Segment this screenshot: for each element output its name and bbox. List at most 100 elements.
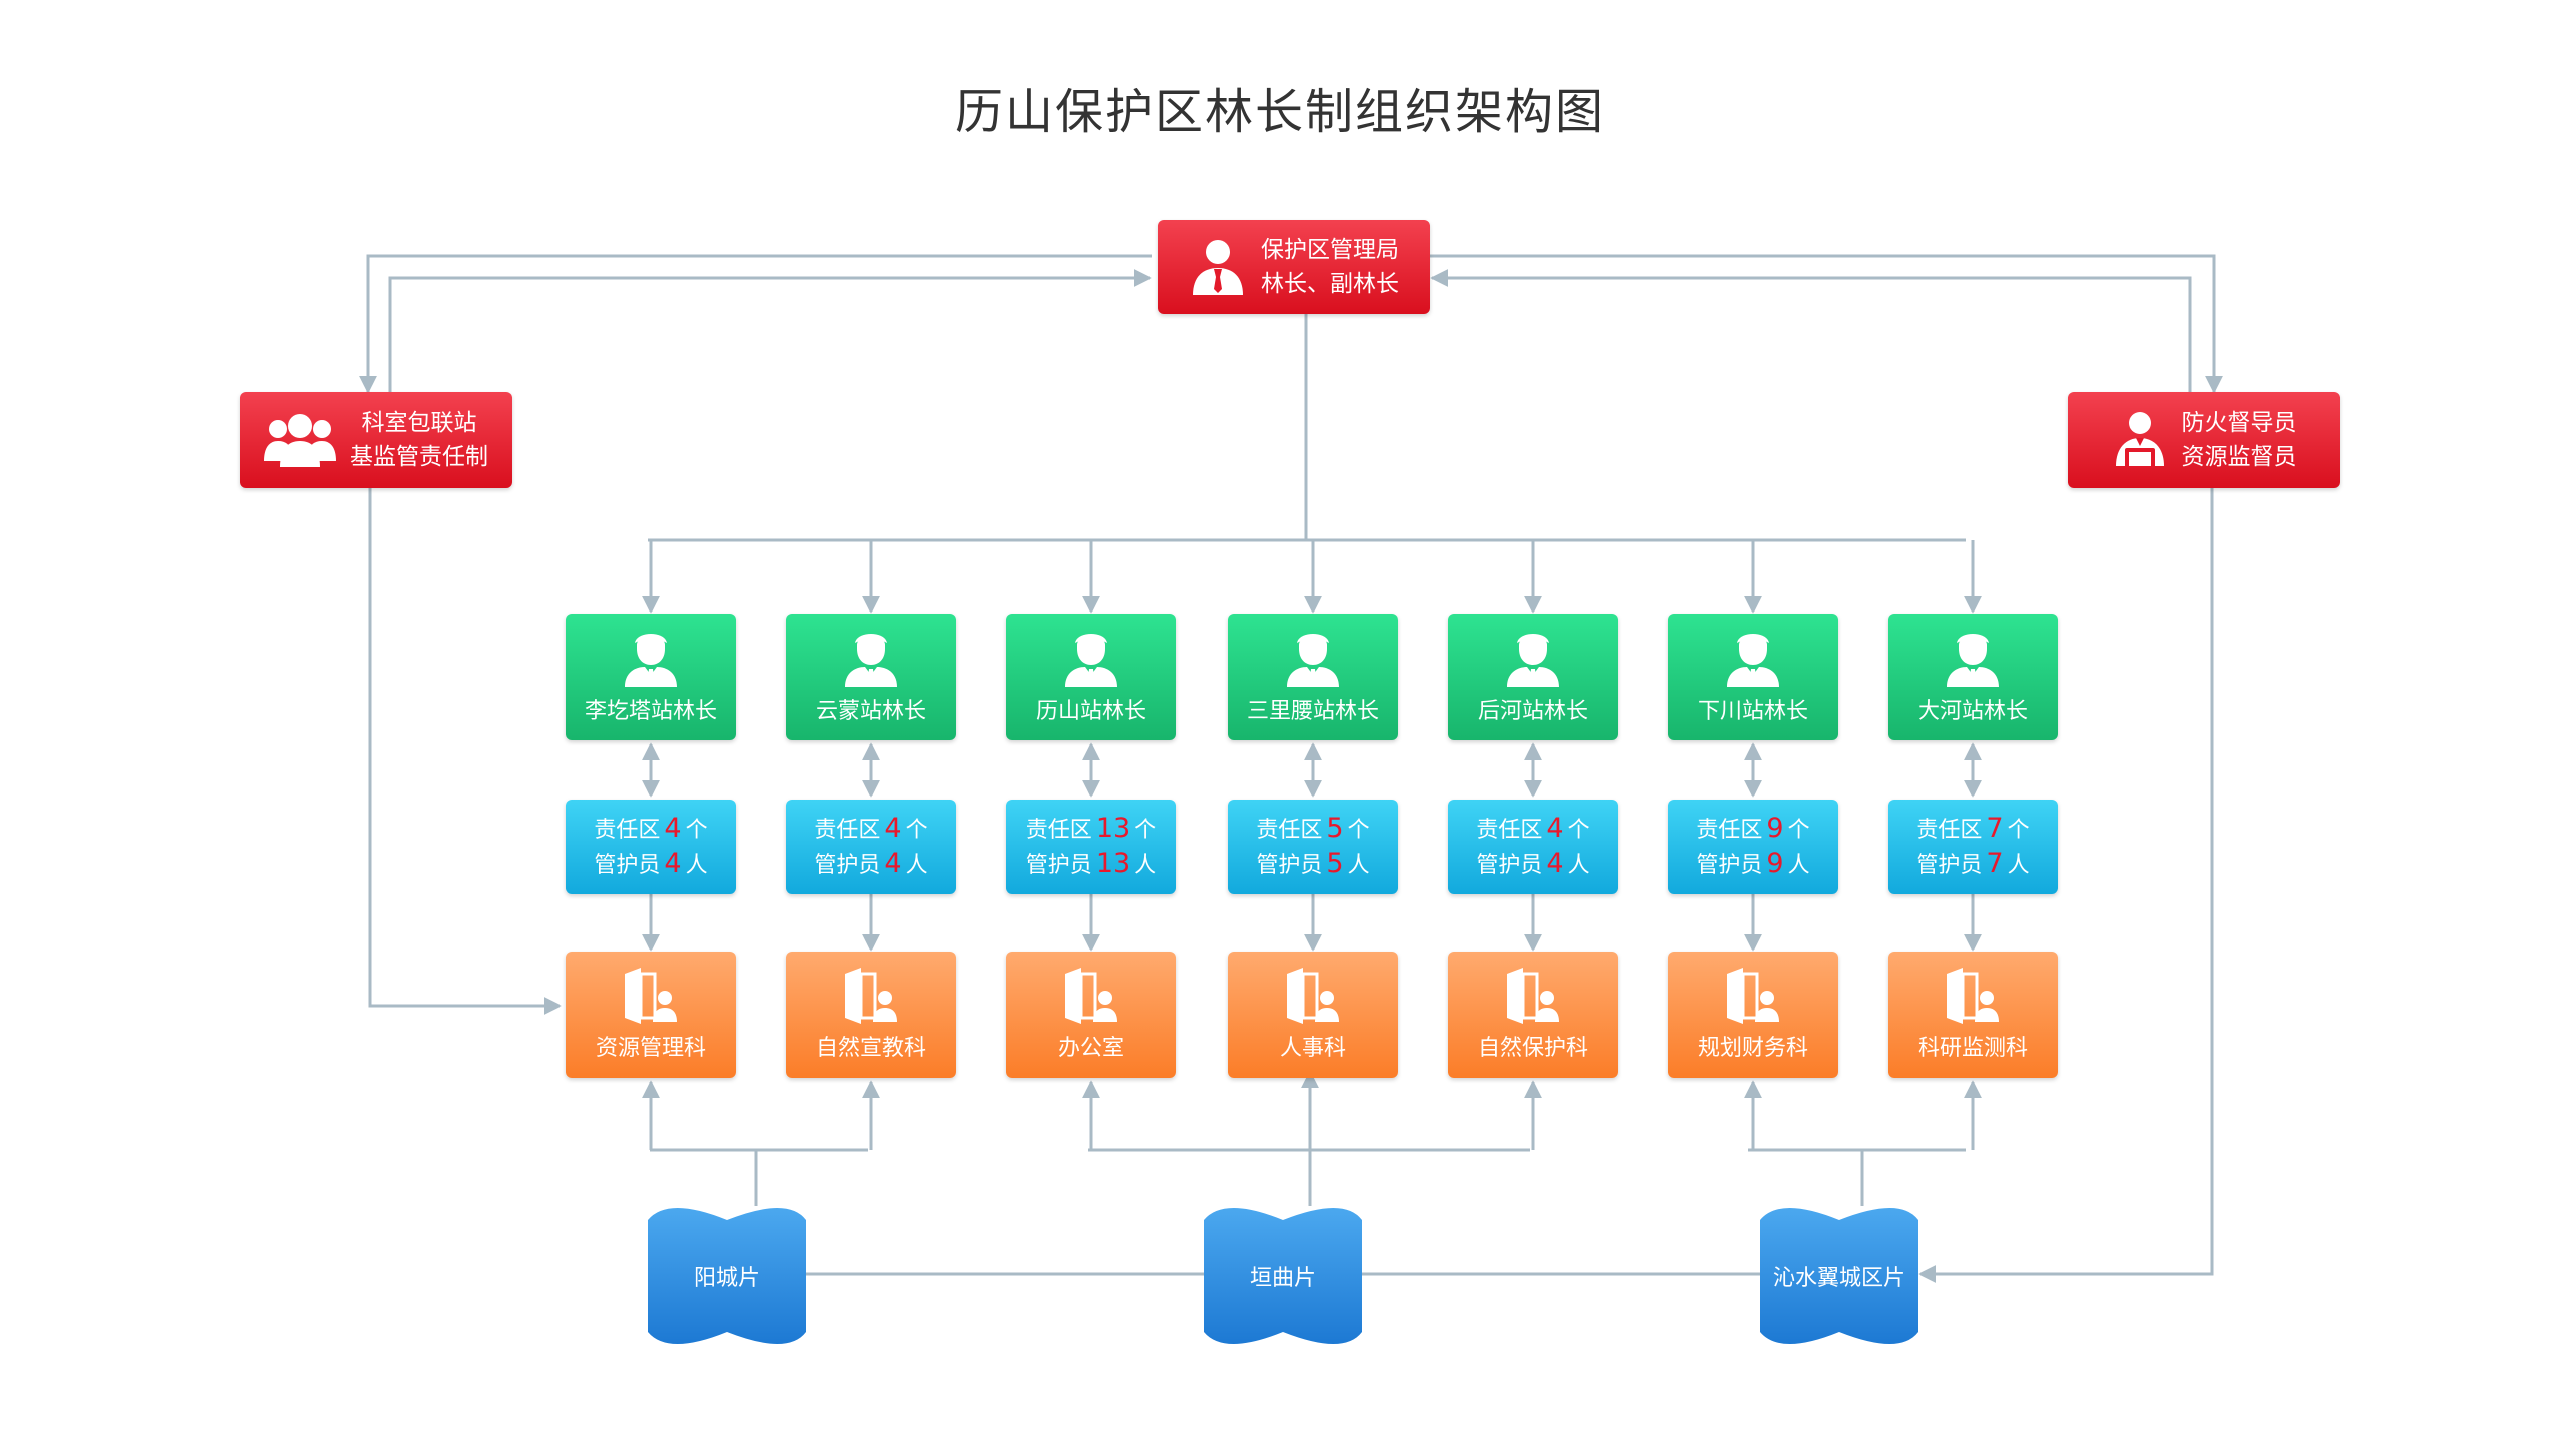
top-node-management-bureau[interactable]: 保护区管理局 林长、副林长: [1158, 220, 1430, 314]
department-0[interactable]: 资源管理科: [566, 952, 736, 1078]
zone-prefix: 责任区: [594, 818, 661, 843]
station-chief-6[interactable]: 大河站林长: [1888, 614, 2058, 740]
zone-prefix: 责任区: [1256, 818, 1323, 843]
staff-unit: 人: [1787, 853, 1810, 878]
zone-unit: 个: [1567, 818, 1590, 843]
connector-top-right-inner: [1430, 269, 2192, 392]
connector-top-left-inner: [388, 269, 1152, 392]
department-name: 科研监测科: [1917, 1036, 2028, 1061]
station-chief-5[interactable]: 下川站林长: [1668, 614, 1838, 740]
right-node-line1: 防火督导员: [2181, 410, 2297, 436]
station-chief-icon: [1947, 634, 1999, 687]
station-chief-icon: [1507, 634, 1559, 687]
department-5[interactable]: 规划财务科: [1668, 952, 1838, 1078]
connector-top-right-outer: [1418, 254, 2223, 394]
staff-count: 9: [1766, 848, 1784, 879]
station-name: 大河站林长: [1917, 699, 2028, 724]
staff-count: 7: [1986, 848, 2004, 879]
staff-prefix: 管护员: [1916, 853, 1983, 878]
right-node-fire-supervisor[interactable]: 防火督导员 资源监督员: [2068, 392, 2340, 488]
department-6[interactable]: 科研监测科: [1888, 952, 2058, 1078]
region-shape-icon: [1760, 1208, 1918, 1344]
staff-count: 4: [1546, 848, 1564, 879]
zone-count: 9: [1766, 813, 1784, 844]
department-name: 自然保护科: [1477, 1036, 1588, 1061]
station-chief-3[interactable]: 三里腰站林长: [1228, 614, 1398, 740]
station-chief-1[interactable]: 云蒙站林长: [786, 614, 956, 740]
station-chief-icon: [1287, 634, 1339, 687]
station-chief-icon: [625, 634, 677, 687]
department-icon: [845, 968, 897, 1024]
department-name: 规划财务科: [1697, 1036, 1808, 1061]
region-label: 阳城片: [693, 1266, 760, 1291]
zone-unit: 个: [1347, 818, 1370, 843]
staff-prefix: 管护员: [814, 853, 881, 878]
connector-right-region: [1918, 488, 2214, 1283]
zone-unit: 个: [905, 818, 928, 843]
staff-prefix: 管护员: [1025, 853, 1092, 878]
department-name: 人事科: [1279, 1036, 1346, 1061]
zone-prefix: 责任区: [1696, 818, 1763, 843]
station-name: 云蒙站林长: [815, 699, 926, 724]
connector-left-dept: [368, 488, 562, 1015]
staff-count: 4: [884, 848, 902, 879]
group-icon: [264, 414, 336, 467]
station-name: 李圪塔站林长: [584, 699, 717, 724]
staff-prefix: 管护员: [1696, 853, 1763, 878]
right-node-line2: 资源监督员: [2181, 444, 2297, 470]
station-chief-4[interactable]: 后河站林长: [1448, 614, 1618, 740]
region-shape-icon: [648, 1208, 806, 1344]
department-name: 自然宣教科: [815, 1036, 926, 1061]
zone-unit: 个: [1787, 818, 1810, 843]
station-name: 后河站林长: [1477, 699, 1588, 724]
station-name: 历山站林长: [1035, 699, 1146, 724]
staff-unit: 人: [685, 853, 708, 878]
staff-unit: 人: [1567, 853, 1590, 878]
left-node-line1: 科室包联站: [361, 410, 477, 436]
department-4[interactable]: 自然保护科: [1448, 952, 1618, 1078]
department-1[interactable]: 自然宣教科: [786, 952, 956, 1078]
page-title: 历山保护区林长制组织架构图: [954, 84, 1605, 140]
left-node-line2: 基监管责任制: [350, 444, 488, 470]
left-node-office-liaison[interactable]: 科室包联站 基监管责任制: [240, 392, 512, 488]
zone-prefix: 责任区: [1916, 818, 1983, 843]
top-node-line2: 林长、副林长: [1261, 271, 1399, 297]
zone-count: 4: [884, 813, 902, 844]
region-yuanqu[interactable]: 垣曲片: [1204, 1202, 1362, 1350]
zone-count: 4: [1546, 813, 1564, 844]
region-label: 沁水翼城区片: [1772, 1266, 1905, 1291]
station-chief-0[interactable]: 李圪塔站林长: [566, 614, 736, 740]
staff-unit: 人: [1347, 853, 1370, 878]
zone-unit: 个: [685, 818, 708, 843]
zone-unit: 个: [1134, 818, 1157, 843]
station-chief-icon: [1727, 634, 1779, 687]
region-qinshui-yicheng[interactable]: 沁水翼城区片: [1760, 1202, 1918, 1350]
zone-prefix: 责任区: [1025, 818, 1092, 843]
connector-top-left-outer: [359, 254, 1152, 394]
department-icon: [1727, 968, 1779, 1024]
station-chief-2[interactable]: 历山站林长: [1006, 614, 1176, 740]
zone-count: 13: [1095, 813, 1131, 844]
region-yangcheng[interactable]: 阳城片: [648, 1202, 806, 1350]
region-label: 垣曲片: [1249, 1266, 1316, 1291]
staff-unit: 人: [2007, 853, 2030, 878]
staff-prefix: 管护员: [1476, 853, 1543, 878]
zone-count: 7: [1986, 813, 2004, 844]
department-icon: [1287, 968, 1339, 1024]
department-name: 办公室: [1057, 1036, 1124, 1061]
staff-prefix: 管护员: [594, 853, 661, 878]
zone-count: 4: [664, 813, 682, 844]
department-3[interactable]: 人事科: [1228, 952, 1398, 1078]
region-shape-icon: [1204, 1208, 1362, 1344]
zone-unit: 个: [2007, 818, 2030, 843]
department-2[interactable]: 办公室: [1006, 952, 1176, 1078]
department-name: 资源管理科: [595, 1036, 706, 1061]
zone-count: 5: [1326, 813, 1344, 844]
